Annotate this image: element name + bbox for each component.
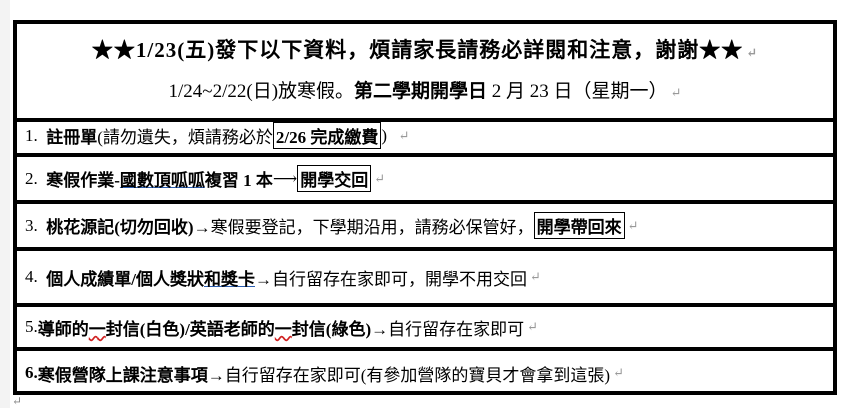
end-mark-icon: ↵ (12, 394, 23, 408)
deadline-box: 2/26 完成繳費 (272, 122, 382, 149)
notice-subtitle: 1/24~2/22(日)放寒假。第二學期開學日 2 月 23 日（星期一）↵ (168, 81, 682, 102)
item-6: 6.寒假營隊上課注意事項→自行留存在家即可(有參加營隊的寶貝才會拿到這張)↵ (25, 363, 624, 385)
item-3: 3. 桃花源記(切勿回收) →寒假要登記，下學期沿用，請務必保管好，開學帶回來↵ (17, 204, 833, 251)
paragraph-mark-icon: ↵ (527, 319, 539, 334)
paragraph-mark-icon: ↵ (613, 365, 624, 380)
paragraph-mark-icon: ↵ (670, 85, 682, 100)
paragraph-mark-icon: ↵ (374, 170, 386, 186)
item-2: 2. 寒假作業-國數頂呱呱複習 1 本⟶開學交回↵ (17, 157, 833, 204)
paragraph-mark-icon: ↵ (746, 45, 759, 60)
notice-table: ★★1/23(五)發下以下資料，煩請家長請務必詳閱和注意，謝謝★★↵ 1/24~… (13, 20, 837, 395)
item-5: 5.導師的一封信(白色)/英語老師的一封信(綠色) →自行留存在家即可↵ (17, 307, 833, 351)
notice-header: ★★1/23(五)發下以下資料，煩請家長請務必詳閱和注意，謝謝★★↵ 1/24~… (17, 24, 833, 122)
paragraph-mark-icon: ↵ (398, 127, 410, 143)
paragraph-mark-icon: ↵ (627, 217, 639, 233)
item-4: 4. 個人成績單/個人獎狀和獎卡→自行留存在家即可，開學不用交回↵ (17, 251, 833, 307)
paragraph-mark-icon: ↵ (529, 269, 541, 284)
page-margin (0, 0, 10, 408)
notice-title: ★★1/23(五)發下以下資料，煩請家長請務必詳閱和注意，謝謝★★↵ (91, 38, 759, 62)
